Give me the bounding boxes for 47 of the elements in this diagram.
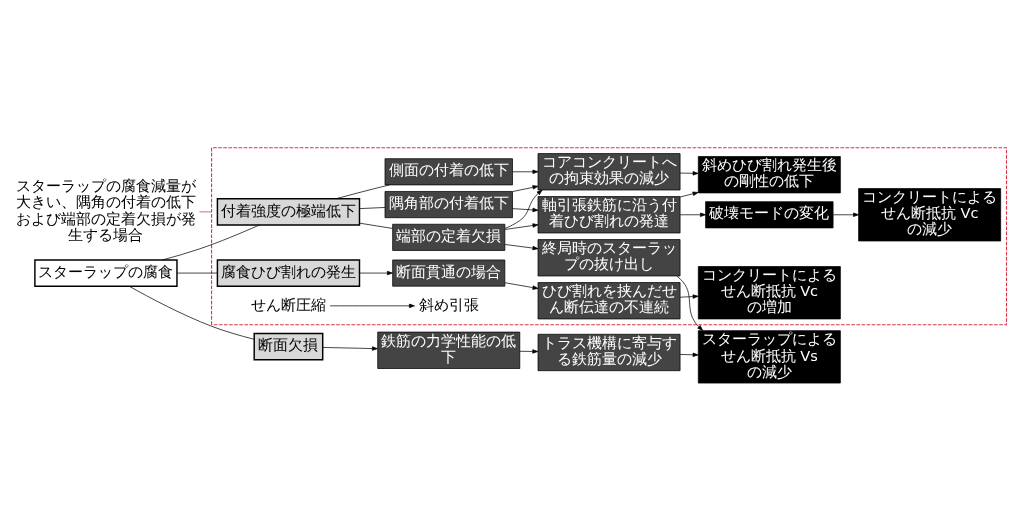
arrow (504, 189, 543, 229)
connector (359, 222, 393, 229)
arrow (679, 293, 699, 299)
arrow (359, 270, 393, 275)
node-box: 隅角部の付着低下 (384, 190, 513, 218)
arrow (512, 184, 539, 192)
node-box: ひび割れを挟んだせん断伝達の不連続 (537, 281, 681, 319)
arrow (679, 212, 706, 217)
arrow (679, 352, 699, 357)
node-box: トラス機構に寄与する鉄筋量の減少 (537, 333, 681, 371)
node-box: 付着強度の極端低下 (216, 197, 361, 226)
node-box: 断面欠損 (253, 332, 324, 360)
node-box: 終局時のスターラップの抜け出し (537, 238, 681, 276)
node-box: コンクリートによるせん断抵抗 Vc の減少 (858, 187, 1002, 241)
node-box: 腐食ひび割れの発生 (216, 258, 361, 287)
node-box: 断面貫通の場合 (392, 259, 506, 287)
node-box: 軸引張鉄筋に沿う付着ひび割れの発達 (537, 195, 681, 233)
connector (198, 211, 212, 212)
arrow (679, 191, 699, 197)
connector (335, 184, 390, 199)
arrow (832, 212, 859, 217)
node-text: せん断圧縮 (250, 295, 326, 312)
arrow (512, 207, 539, 212)
node-box: スターラップによるせん断抵抗 Vs の減少 (697, 329, 841, 383)
node-box: コアコンクリートへの拘束効果の減少 (537, 152, 681, 190)
connector (128, 285, 255, 340)
arrow (504, 243, 539, 250)
arrow (519, 348, 539, 354)
node-text: スターラップの腐食減量が大きい、隅角の付着の低下および端部の定着欠損が発生する場合 (15, 176, 196, 243)
connector (176, 272, 218, 273)
arrow (504, 222, 539, 230)
arrow (504, 281, 539, 290)
arrow (512, 169, 539, 174)
connector (162, 224, 260, 260)
node-box: 斜めひび割れ発生後の剛性の低下 (697, 155, 841, 193)
node-box: スターラップの腐食 (34, 258, 178, 287)
arrow (679, 170, 699, 175)
node-box: 破壊モードの変化 (705, 200, 834, 228)
arrow (676, 275, 704, 331)
connector (359, 206, 386, 209)
node-box: コンクリートによるせん断抵抗 Vc の増加 (697, 265, 841, 319)
node-box: 端部の定着欠損 (392, 223, 506, 251)
node-box: 鉄筋の力学性能の低下 (377, 331, 521, 369)
arrow (322, 345, 378, 351)
arrow (329, 303, 415, 308)
node-box: 側面の付着の低下 (384, 157, 513, 185)
node-text: 斜め引張 (418, 295, 479, 312)
